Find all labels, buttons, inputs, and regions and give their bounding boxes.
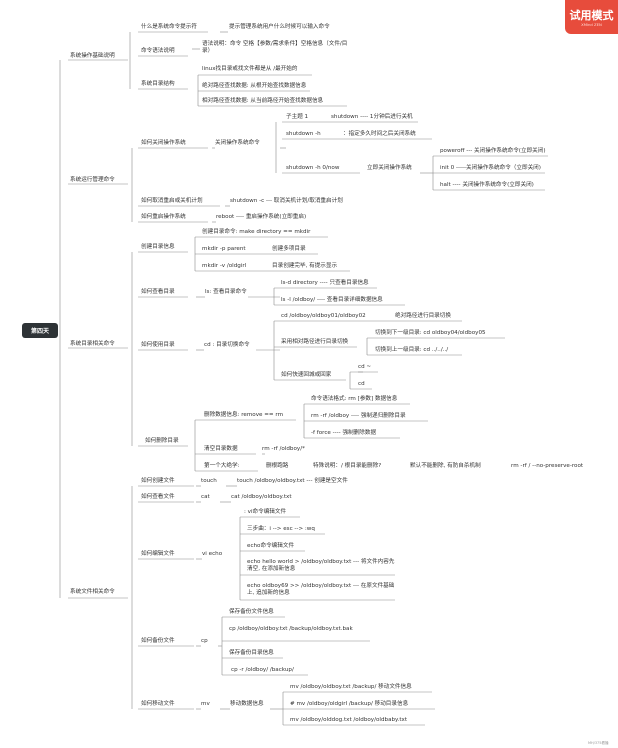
node-prompt-desc[interactable]: 提示管理系统用户什么时候可以输入命令 (229, 24, 330, 30)
node-cd-home[interactable]: 如何快速回城或回家 (281, 372, 332, 378)
node-reboot[interactable]: reboot ---- 重启操作系统(立即重启) (216, 214, 307, 220)
node-reboot-how[interactable]: 如何重启操作系统 (141, 214, 186, 220)
node-mv-rename[interactable]: mv /oldboy/olddog.txt /oldboy/oldbaby.tx… (290, 717, 408, 723)
node-shutdown-c[interactable]: shutdown -c --- 取消关机计划/取消重启计划 (230, 198, 343, 204)
node-echo-edit[interactable]: echo命令编辑文件 (247, 543, 295, 549)
node-cd-how[interactable]: 如何使用目录 (141, 342, 175, 348)
node-mkdir-v-desc[interactable]: 目录创建完毕, 有提示显示 (272, 263, 338, 269)
node-syntax-desc[interactable]: 语法说明：命令 空格【参数/需求条件】空格信息（文件/目录） (202, 41, 348, 54)
node-vi-steps[interactable]: 三步曲：i --> esc --> :wq (247, 526, 315, 532)
node-rm-joke-b[interactable]: 特殊说明：/ 根目录能删除? (313, 463, 382, 469)
node-cancel-shutdown[interactable]: 如何取消重启或关机计划 (141, 198, 203, 204)
node-cat-how[interactable]: 如何查看文件 (141, 494, 175, 500)
node-cd-rel[interactable]: 采用相对路径进行目录切换 (281, 339, 349, 345)
node-dir-structure[interactable]: 系统目录结构 (141, 81, 175, 87)
node-abs-path[interactable]: 绝对路径查找数据: 从根开始查找数据信息 (202, 83, 307, 89)
node-system-basics[interactable]: 系统操作基础说明 (70, 53, 115, 59)
node-shutdown-cmds[interactable]: 关闭操作系统命令 (215, 140, 260, 146)
node-rm-joke-d[interactable]: rm -rf / --no-preserve-root (511, 463, 584, 469)
node-mkdir-v[interactable]: mkdir -v /oldgirl (202, 263, 247, 269)
node-init0[interactable]: init 0 -----关闭操作系统命令（立即关闭) (440, 165, 541, 171)
node-file-commands[interactable]: 系统文件相关命令 (70, 589, 115, 595)
node-cd-tilde[interactable]: cd ~ (358, 364, 372, 370)
node-rm-clear[interactable]: 清空目录数据 (204, 446, 238, 452)
node-rm-f[interactable]: -f force ---- 强制删除数据 (311, 430, 377, 436)
node-mkdir-cmd[interactable]: 创建目录命令: make directory == mkdir (202, 229, 311, 235)
node-cd-abs[interactable]: cd /oldboy/oldboy01/oldboy02 (281, 313, 366, 319)
node-ls-d[interactable]: ls-d directory ---- 只查看目录信息 (281, 280, 369, 286)
node-halt[interactable]: halt ---- 关闭操作系统命令(立即关闭) (440, 182, 534, 188)
root-node[interactable]: 第四天 (22, 323, 58, 338)
node-prompt-what[interactable]: 什么是系统命令提示符 (141, 24, 197, 30)
node-shutdown-how[interactable]: 如何关闭操作系统 (141, 140, 186, 146)
node-rm-clear-cmd[interactable]: rm -rf /oldboy/* (262, 446, 305, 452)
node-vi-echo[interactable]: vi echo (202, 551, 223, 557)
trial-mode-subtitle: XMind ZEN (581, 22, 602, 27)
node-shutdown-h[interactable]: shutdown -h (286, 131, 321, 137)
node-cat[interactable]: cat (201, 494, 210, 500)
node-touch-cmd[interactable]: touch /oldboy/oldboy.txt --- 创建是空文件 (237, 478, 348, 484)
node-subtopic-1[interactable]: 子主题 1 (286, 114, 309, 120)
node-mkdir-how[interactable]: 创建目录信息 (141, 244, 175, 250)
node-ls-how[interactable]: 如何查看目录 (141, 289, 175, 295)
node-rm-rf[interactable]: rm -rf /oldboy ---- 强制递归删除目录 (311, 413, 406, 419)
node-cd-down[interactable]: 切换到下一级目录: cd oldboy04/oldboy05 (375, 330, 486, 336)
node-mv-file[interactable]: mv /oldboy/oldboy.txt /backup/ 移动文件信息 (290, 684, 412, 690)
node-vi-edit[interactable]: : vi命令编辑文件 (244, 509, 287, 515)
node-cat-cmd[interactable]: cat /oldboy/oldboy.txt (231, 494, 292, 500)
node-dir-commands[interactable]: 系统目录相关命令 (70, 341, 115, 347)
node-mv-data[interactable]: 移动数据信息 (230, 701, 264, 707)
node-shutdown-h-desc[interactable]: ：指定多久时间之后关闭系统 (343, 131, 416, 137)
node-backup-how[interactable]: 如何备份文件 (141, 638, 175, 644)
trial-mode-title: 试用模式 (569, 9, 614, 22)
node-cd-plain[interactable]: cd (358, 381, 365, 387)
node-poweroff[interactable]: poweroff --- 关闭操作系统命令(立即关闭) (440, 148, 546, 154)
trial-mode-badge[interactable]: 试用模式 XMind ZEN (565, 0, 618, 34)
node-edit-how[interactable]: 如何编辑文件 (141, 551, 175, 557)
node-rel-path[interactable]: 相对路径查找数据: 从当前路径开始查找数据信息 (202, 98, 324, 104)
node-ls-cmd[interactable]: ls: 查看目录命令 (205, 289, 247, 295)
node-cp-dir[interactable]: 保存备份目录信息 (229, 650, 274, 656)
node-mkdir-p[interactable]: mkdir -p parent (202, 246, 246, 252)
node-touch[interactable]: touch (201, 478, 217, 484)
node-cd-cmd[interactable]: cd : 目录切换命令 (204, 342, 250, 348)
node-shutdown-now[interactable]: shutdown -h 0/now (286, 165, 340, 171)
node-shutdown-1min[interactable]: shutdown ---- 1分钟后进行关机 (331, 114, 413, 120)
node-mv[interactable]: mv (201, 701, 210, 707)
node-cp-file-cmd[interactable]: cp /oldboy/oldboy.txt /backup/oldboy.txt… (229, 626, 353, 632)
node-cp-dir-cmd[interactable]: cp -r /oldboy/ /backup/ (231, 667, 294, 673)
node-dir-root[interactable]: linux找目录或找文件都是从 /最开始的 (202, 66, 298, 72)
node-cd-up[interactable]: 切换到上一级目录: cd ../../../ (375, 347, 449, 353)
footer-watermark: MH/375看播 (588, 741, 609, 745)
node-mkdir-p-desc[interactable]: 创建多项目录 (272, 246, 306, 252)
node-cp[interactable]: cp (201, 638, 208, 644)
node-cp-file[interactable]: 保存备份文件信息 (229, 609, 274, 615)
node-touch-how[interactable]: 如何创建文件 (141, 478, 175, 484)
node-mv-how[interactable]: 如何移动文件 (141, 701, 175, 707)
node-ls-l[interactable]: ls -l /oldboy/ ---- 查看目录详细数据信息 (281, 297, 383, 303)
node-system-run[interactable]: 系统运行管理命令 (70, 177, 115, 183)
node-echo-overwrite[interactable]: echo hello world > /oldboy/oldboy.txt --… (247, 559, 395, 572)
node-cd-abs-desc[interactable]: 绝对路径进行目录切换 (395, 313, 451, 319)
node-syntax[interactable]: 命令语法说明 (141, 48, 175, 54)
node-rm-def[interactable]: 删除数据信息: remove == rm (204, 412, 284, 418)
node-rm-joke-c[interactable]: 默认不能删除, 有防自杀机制 (410, 463, 481, 469)
node-shutdown-immediate[interactable]: 立即关闭操作系统 (367, 165, 412, 171)
node-echo-append[interactable]: echo oldboy69 >> /oldboy/oldboy.txt --- … (247, 583, 395, 596)
node-rm-joke-a[interactable]: 删根跑路 (266, 463, 289, 469)
node-rm-joke[interactable]: 第一个大绝学: (204, 463, 240, 469)
node-rm-syntax[interactable]: 命令语法格式: rm [参数] 数据信息 (311, 396, 398, 402)
node-mv-dir[interactable]: # mv /oldboy/oldgirl /backup/ 移动目录信息 (290, 701, 409, 707)
node-rm-how[interactable]: 如何删除目录 (145, 438, 179, 444)
